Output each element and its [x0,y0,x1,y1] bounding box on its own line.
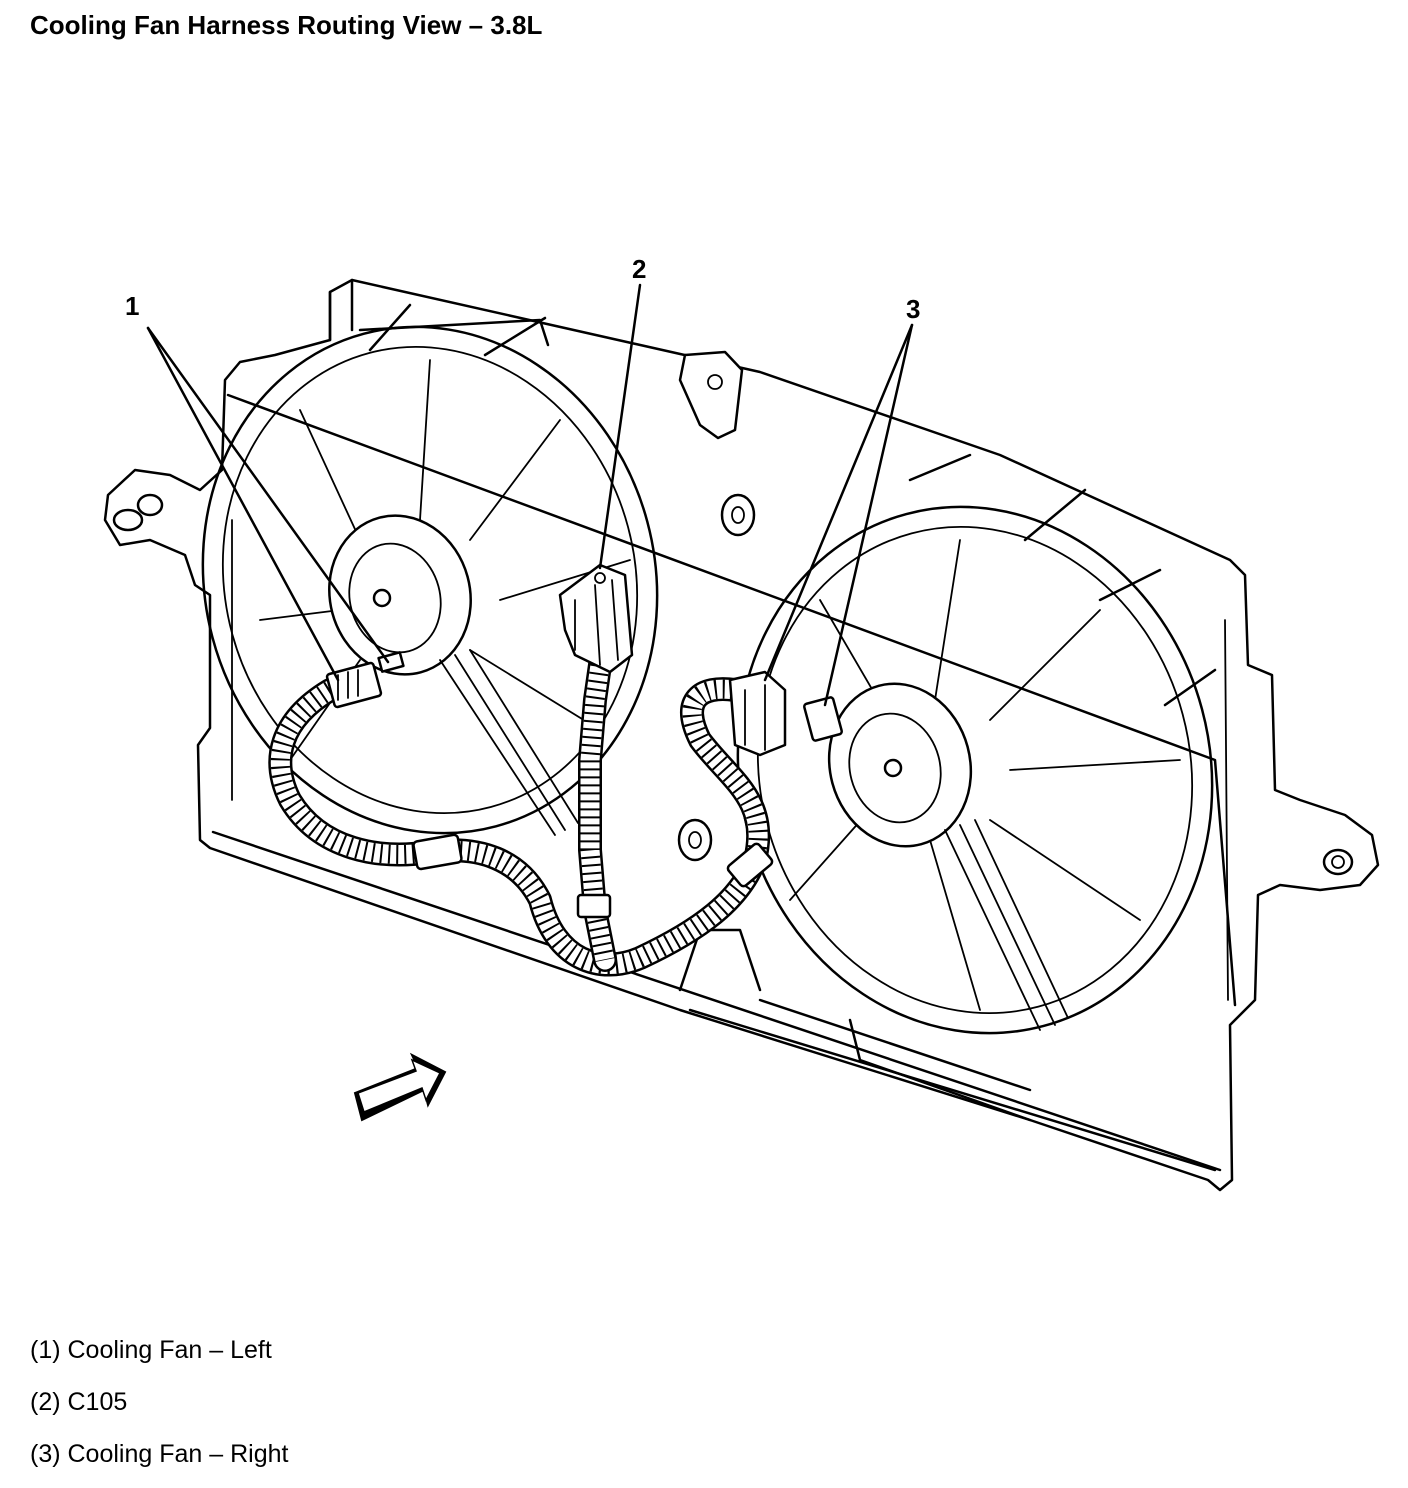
callout-number-1: 1 [125,291,139,321]
wiring-harness [268,653,774,977]
callout-leaders [146,283,914,707]
c105-connector [558,563,634,674]
legend-item-c105: (2) C105 [30,1388,128,1416]
legend: (1) Cooling Fan – Left (2) C105 (3) Cool… [30,1330,288,1486]
legend-item-cooling-fan-right: (3) Cooling Fan – Right [30,1440,289,1468]
callout-number-2: 2 [632,254,646,284]
right-cooling-fan [736,505,1214,1035]
callout-number-3: 3 [906,294,920,324]
left-cooling-fan [201,325,659,836]
view-direction-arrow-icon [353,1052,447,1122]
right-fan-connector [728,670,843,757]
diagram-title: Cooling Fan Harness Routing View – 3.8L [30,10,543,40]
legend-item-cooling-fan-left: (1) Cooling Fan – Left [30,1336,272,1364]
